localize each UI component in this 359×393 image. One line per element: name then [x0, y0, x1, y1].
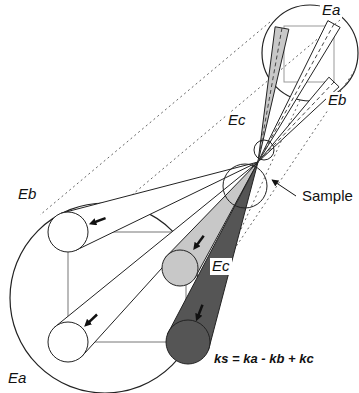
beam-spot [48, 212, 88, 252]
output-beam [54, 162, 258, 357]
sample-label: Sample [300, 188, 355, 205]
direction-arrow [87, 314, 97, 324]
guide-line [200, 70, 355, 300]
direction-arrow [195, 236, 203, 247]
sample-spot [223, 164, 267, 208]
direction-arrow [197, 305, 202, 318]
beam-label: Ec [210, 258, 232, 275]
sample-spot [254, 140, 274, 160]
direction-arrow [92, 218, 105, 223]
beam-label: Eb [16, 186, 38, 203]
beam-spot [162, 250, 198, 286]
leader-line [272, 180, 296, 196]
beam-label: Ea [320, 2, 342, 19]
wavevector-equation: ks = ka - kb + kc [212, 352, 316, 366]
guide-line [120, 20, 340, 205]
input-beam [258, 27, 289, 162]
beam-label: Ec [226, 112, 248, 129]
beam-label: Eb [326, 92, 348, 109]
beam-spot [166, 320, 210, 364]
beam-label: Ea [6, 370, 28, 387]
beam-spot [48, 322, 88, 362]
